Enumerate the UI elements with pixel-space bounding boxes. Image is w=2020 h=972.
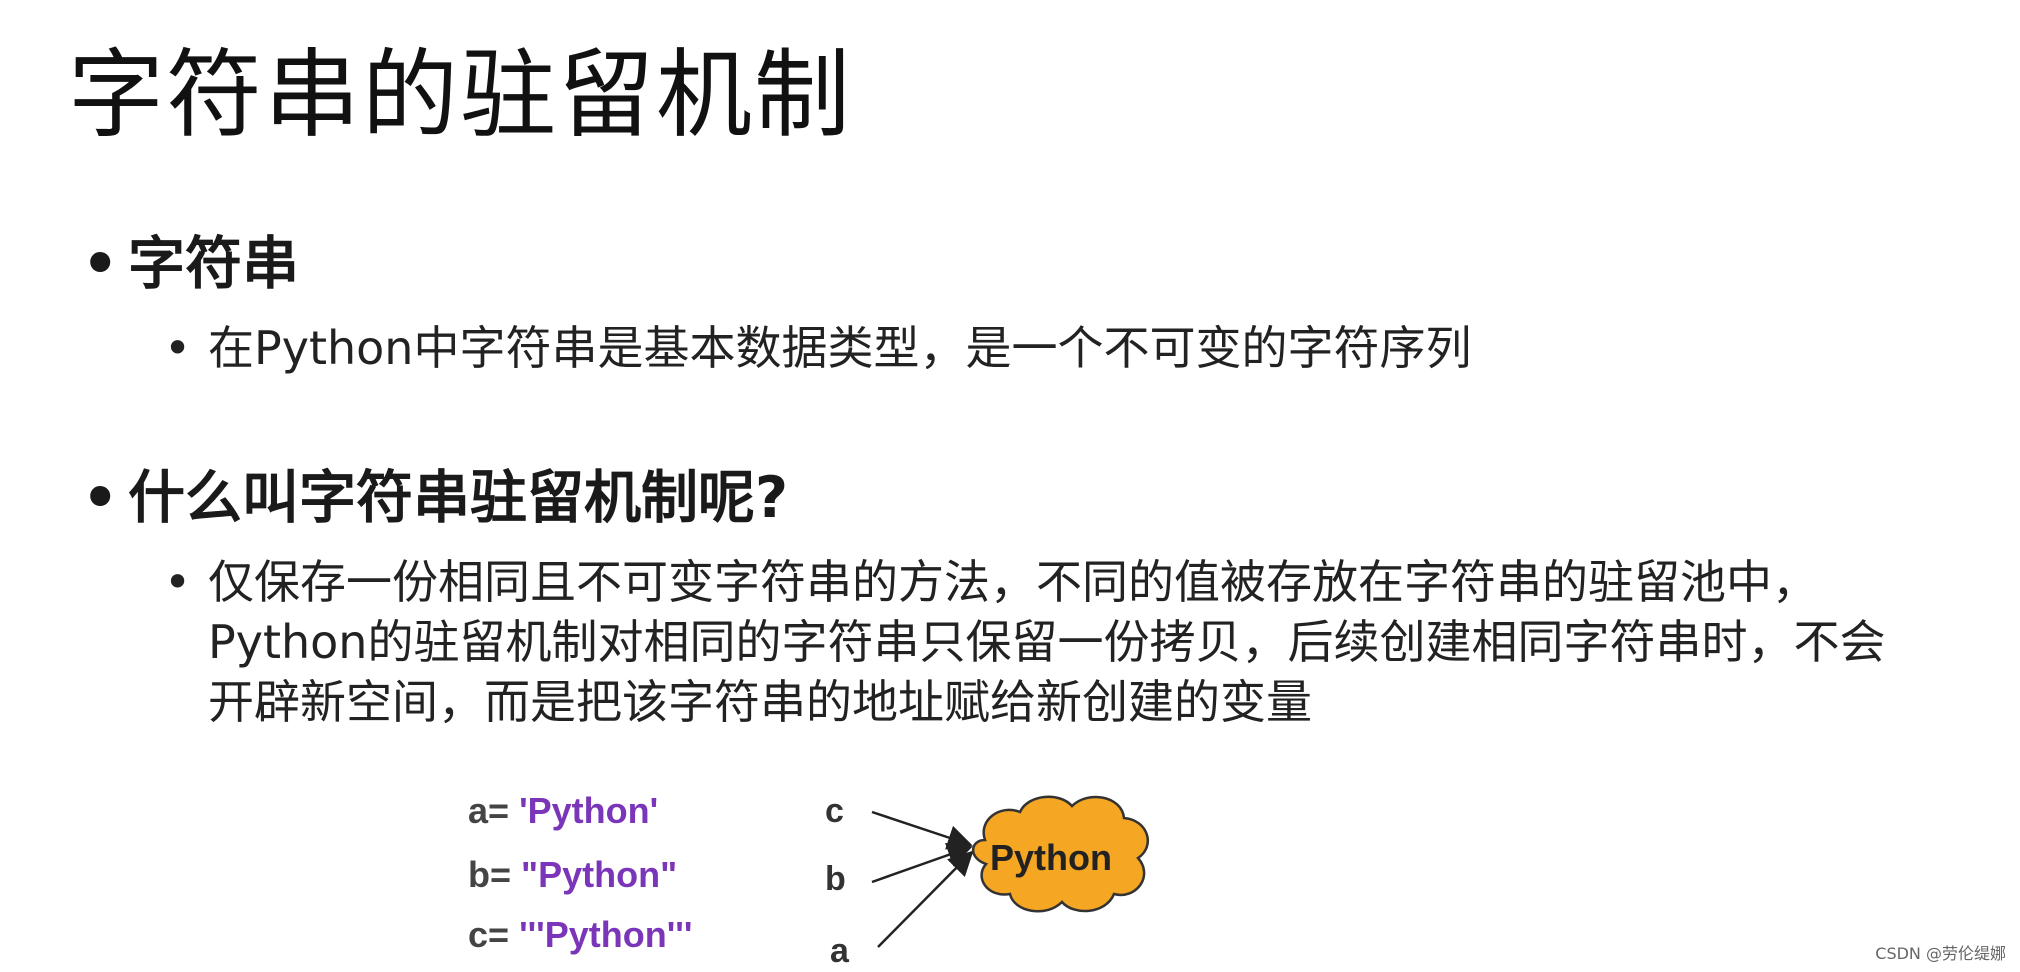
diagram-var-a: a	[830, 932, 850, 970]
code-line-a: a= 'Python'	[468, 790, 658, 832]
diagram-var-c: c	[825, 792, 844, 830]
sub-bullet-text: 仅保存一份相同且不可变字符串的方法，不同的值被存放在字符串的驻留池中，Pytho…	[208, 555, 1886, 729]
python-cloud-shape	[971, 795, 1149, 913]
bullet-marker: •	[82, 465, 119, 531]
code-string: 'Python'	[519, 790, 659, 831]
code-var: c=	[468, 914, 510, 955]
sub-bullet-marker: •	[164, 321, 192, 375]
arrow-a	[877, 850, 974, 948]
code-var: b=	[468, 854, 512, 895]
watermark: CSDN @劳伦缇娜	[1875, 944, 2006, 963]
code-line-b: b= "Python"	[468, 854, 677, 896]
sub-bullet-text: 在Python中字符串是基本数据类型，是一个不可变的字符序列	[208, 321, 1472, 375]
python-object-label: Python	[990, 837, 1112, 878]
bullet-heading-text: 字符串	[128, 231, 299, 297]
sub-bullet-marker: •	[164, 555, 192, 609]
code-var: a=	[468, 790, 510, 831]
code-string: "Python"	[521, 854, 678, 895]
bullet-marker: •	[82, 231, 119, 297]
interning-diagram: c b a Python	[825, 792, 1149, 970]
code-string: '''Python'''	[519, 914, 693, 955]
code-line-c: c= '''Python'''	[468, 914, 692, 956]
arrow-b	[871, 842, 973, 884]
slide-title: 字符串的驻留机制	[68, 39, 852, 151]
diagram-var-b: b	[825, 860, 846, 898]
bullet-heading-text: 什么叫字符串驻留机制呢?	[128, 465, 789, 531]
arrow-c	[871, 810, 973, 850]
